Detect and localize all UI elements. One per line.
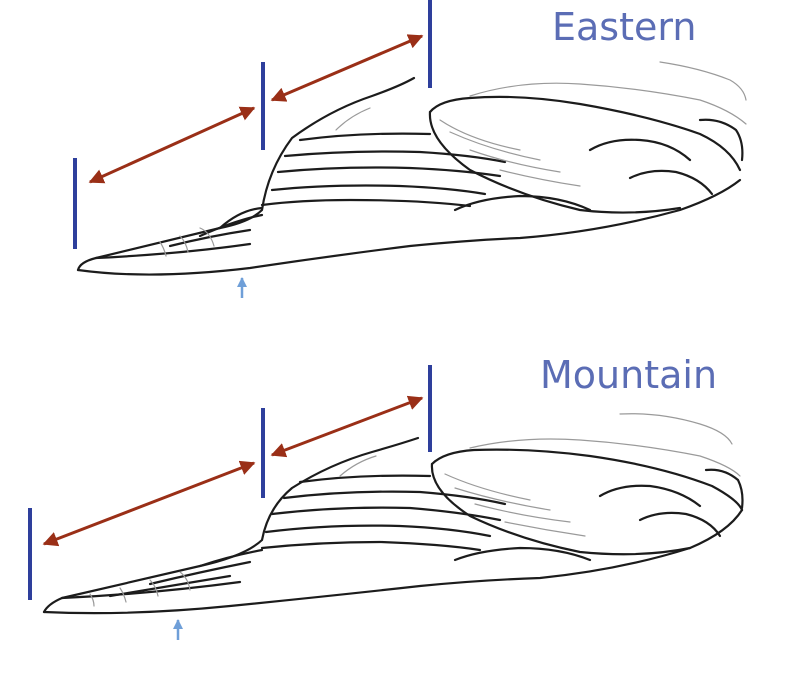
mountain-label: Mountain [540, 353, 718, 397]
eastern-markers [73, 0, 432, 298]
mountain-wing-sketch [42, 413, 744, 615]
eastern-wing-sketch [76, 61, 747, 276]
mountain-markers [28, 365, 432, 640]
eastern-tertial-span-arrow [270, 34, 424, 102]
mountain-primary-projection-arrow [42, 460, 256, 547]
eastern-primary-projection-arrow [88, 106, 256, 184]
eastern-label: Eastern [552, 5, 697, 49]
mountain-tertial-span-arrow [270, 395, 424, 458]
